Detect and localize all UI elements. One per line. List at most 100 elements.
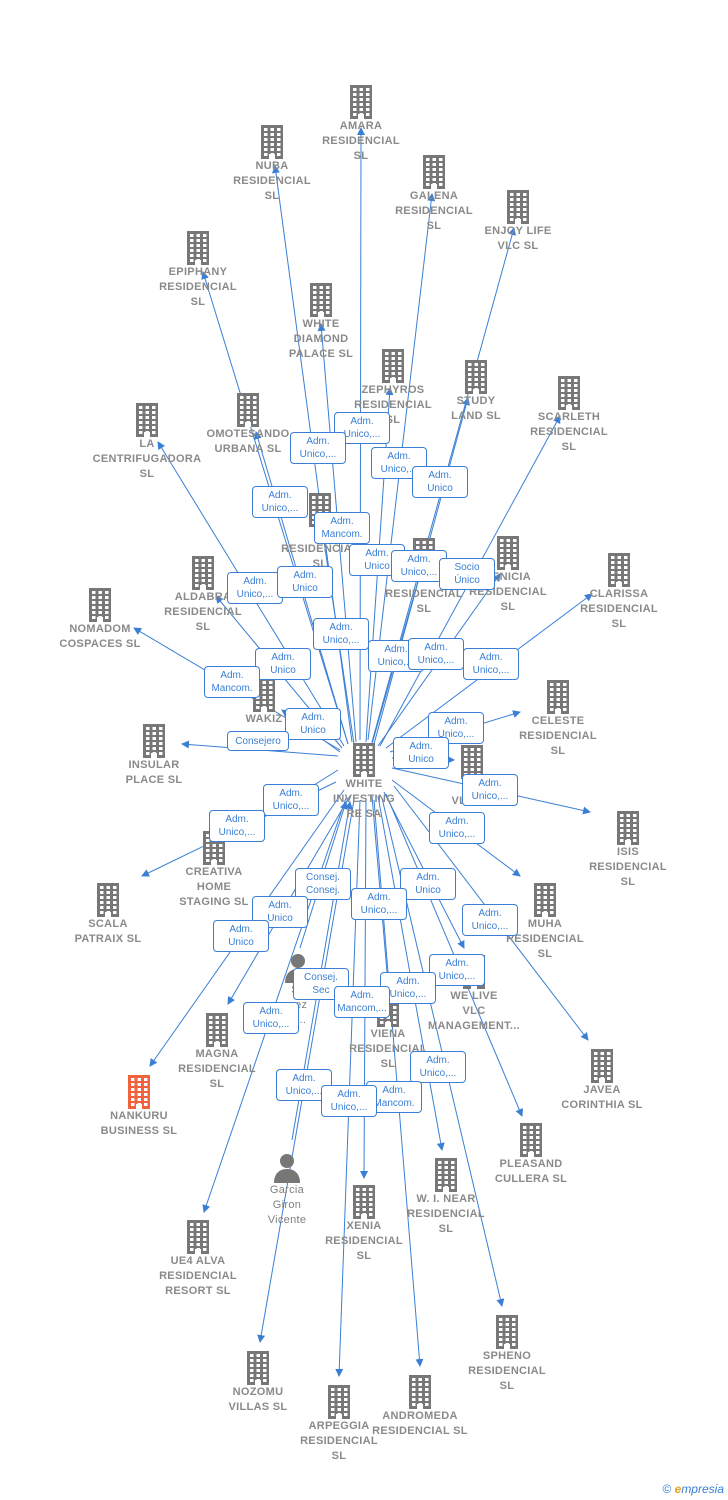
building-icon — [608, 553, 630, 587]
relation-tag[interactable]: Adm. Unico,... — [410, 1051, 466, 1083]
relation-tag[interactable]: Adm. Unico — [255, 648, 311, 680]
relation-tag[interactable]: Adm. Unico,... — [227, 572, 283, 604]
building-icon — [520, 1123, 542, 1157]
relation-tag[interactable]: Adm. Unico,... — [391, 550, 447, 582]
node-insular[interactable]: INSULAR PLACE SL — [99, 724, 209, 788]
building-icon — [237, 393, 259, 427]
node-magna[interactable]: MAGNA RESIDENCIAL SL — [162, 1013, 272, 1092]
building-icon — [496, 1315, 518, 1349]
node-label: ANDROMEDA RESIDENCIAL SL — [372, 1410, 468, 1437]
node-label: JAVEA CORINTHIA SL — [561, 1084, 643, 1111]
relation-tag[interactable]: Adm. Unico — [252, 896, 308, 928]
node-centrifugadora[interactable]: LA CENTRIFUGADORA SL — [92, 403, 202, 482]
node-enjoy[interactable]: ENJOY LIFE VLC SL — [463, 190, 573, 254]
person-icon — [274, 1154, 300, 1183]
node-javea[interactable]: JAVEA CORINTHIA SL — [547, 1049, 657, 1113]
node-whitediamond[interactable]: WHITE DIAMOND PALACE SL — [266, 283, 376, 362]
building-icon — [461, 745, 483, 779]
node-pleasand[interactable]: PLEASAND CULLERA SL — [476, 1123, 586, 1187]
node-celeste[interactable]: CELESTE RESIDENCIAL SL — [503, 680, 613, 759]
building-icon — [409, 1375, 431, 1409]
node-xenia[interactable]: XENIA RESIDENCIAL SL — [309, 1185, 419, 1264]
building-icon — [591, 1049, 613, 1083]
relation-tag[interactable]: Adm. Unico — [412, 466, 468, 498]
node-label: UE4 ALVA RESIDENCIAL RESORT SL — [159, 1255, 237, 1297]
relation-tag[interactable]: Adm. Unico — [400, 868, 456, 900]
node-omotesando[interactable]: OMOTESANDO URBANA SL — [193, 393, 303, 457]
node-amara[interactable]: AMARA RESIDENCIAL SL — [306, 85, 416, 164]
node-galena[interactable]: GALENA RESIDENCIAL SL — [379, 155, 489, 234]
node-label: WE LIVE VLC MANAGEMENT... — [428, 990, 520, 1032]
relation-tag[interactable]: Adm. Unico — [213, 920, 269, 952]
node-arpeggia[interactable]: ARPEGGIA RESIDENCIAL SL — [284, 1385, 394, 1464]
building-icon — [350, 85, 372, 119]
node-label: WAKIZ — [245, 713, 283, 725]
relation-tag[interactable]: Adm. Unico,... — [321, 1085, 377, 1117]
node-label: LA CENTRIFUGADORA SL — [92, 438, 202, 480]
relation-tag[interactable]: Socio Único — [439, 558, 495, 590]
node-center[interactable]: WHITE INVESTING RE SA — [309, 743, 419, 822]
relation-tag[interactable]: Adm. Unico,... — [462, 904, 518, 936]
node-label: INSULAR PLACE SL — [125, 759, 183, 786]
node-label: W. I. NEAR RESIDENCIAL SL — [407, 1193, 485, 1235]
node-nuba[interactable]: NUBA RESIDENCIAL SL — [217, 125, 327, 204]
node-andromeda[interactable]: ANDROMEDA RESIDENCIAL SL — [365, 1375, 475, 1439]
node-clarissa[interactable]: CLARISSA RESIDENCIAL SL — [564, 553, 674, 632]
relation-tag[interactable]: Adm. Unico,... — [263, 784, 319, 816]
building-icon — [187, 1220, 209, 1254]
node-scala[interactable]: SCALA PATRAIX SL — [53, 883, 163, 947]
building-icon — [206, 1013, 228, 1047]
node-garcia[interactable]: Garcia Giron Vicente — [232, 1153, 342, 1228]
relation-tag[interactable]: Adm. Unico,... — [351, 888, 407, 920]
relation-tag[interactable]: Adm. Unico,... — [243, 1002, 299, 1034]
building-icon — [353, 743, 375, 777]
relation-tag[interactable]: Adm. Unico,... — [429, 954, 485, 986]
relation-tag[interactable]: Adm. Mancom. — [204, 666, 260, 698]
node-label: AMARA RESIDENCIAL SL — [322, 120, 400, 162]
node-nomadom[interactable]: NOMADOM COSPACES SL — [45, 588, 155, 652]
node-label: STUDY LAND SL — [451, 395, 501, 422]
node-label: ENJOY LIFE VLC SL — [484, 225, 552, 252]
building-icon — [382, 349, 404, 383]
building-icon — [97, 883, 119, 917]
building-icon — [310, 283, 332, 317]
node-epiphany[interactable]: EPIPHANY RESIDENCIAL SL — [143, 231, 253, 310]
relation-tag[interactable]: Consejero — [227, 731, 289, 751]
building-icon — [534, 883, 556, 917]
node-label: CREATIVA HOME STAGING SL — [179, 866, 249, 908]
node-study[interactable]: STUDY LAND SL — [421, 360, 531, 424]
relation-tag[interactable]: Adm. Unico,... — [313, 618, 369, 650]
relation-tag[interactable]: Adm. Mancom. — [314, 512, 370, 544]
brand-logo[interactable]: empresia — [674, 1482, 724, 1496]
node-wnear[interactable]: W. I. NEAR RESIDENCIAL SL — [391, 1158, 501, 1237]
relation-tag[interactable]: Adm. Unico — [277, 566, 333, 598]
relation-tag[interactable]: Adm. Unico,... — [462, 774, 518, 806]
relation-tag[interactable]: Consej. Consej. — [295, 868, 351, 900]
relation-tag[interactable]: Adm. Unico — [393, 737, 449, 769]
relation-tag[interactable]: Adm. Unico,... — [252, 486, 308, 518]
relation-tag[interactable]: Adm. Unico,... — [334, 412, 390, 444]
node-label: VIENA RESIDENCIAL SL — [349, 1028, 427, 1070]
relation-tag[interactable]: Adm. Unico — [285, 708, 341, 740]
building-icon — [187, 231, 209, 265]
node-label: MAGNA RESIDENCIAL SL — [178, 1048, 256, 1090]
node-label: SPHENO RESIDENCIAL SL — [468, 1350, 546, 1392]
relation-tag[interactable]: Adm. Unico,... — [429, 812, 485, 844]
building-icon — [143, 724, 165, 758]
building-icon — [128, 1075, 150, 1109]
relation-tag[interactable]: Adm. Mancom,... — [334, 986, 390, 1018]
node-isis[interactable]: ISIS RESIDENCIAL SL — [573, 811, 683, 890]
node-muha[interactable]: MUHA RESIDENCIAL SL — [490, 883, 600, 962]
node-nankuru[interactable]: NANKURU BUSINESS SL — [84, 1075, 194, 1139]
relation-tag[interactable]: Adm. Unico,... — [408, 638, 464, 670]
node-label: SCALA PATRAIX SL — [74, 918, 142, 945]
relation-tag[interactable]: Adm. Unico,... — [209, 810, 265, 842]
node-aldabra[interactable]: ALDABRA RESIDENCIAL SL — [148, 556, 258, 635]
node-label: OMOTESANDO URBANA SL — [206, 428, 290, 455]
node-scarleth[interactable]: SCARLETH RESIDENCIAL SL — [514, 376, 624, 455]
relation-tag[interactable]: Adm. Unico,... — [463, 648, 519, 680]
relation-tag[interactable]: Adm. Unico,... — [290, 432, 346, 464]
node-spheno[interactable]: SPHENO RESIDENCIAL SL — [452, 1315, 562, 1394]
node-nozomu[interactable]: NOZOMU VILLAS SL — [203, 1351, 313, 1415]
node-ue4[interactable]: UE4 ALVA RESIDENCIAL RESORT SL — [143, 1220, 253, 1299]
